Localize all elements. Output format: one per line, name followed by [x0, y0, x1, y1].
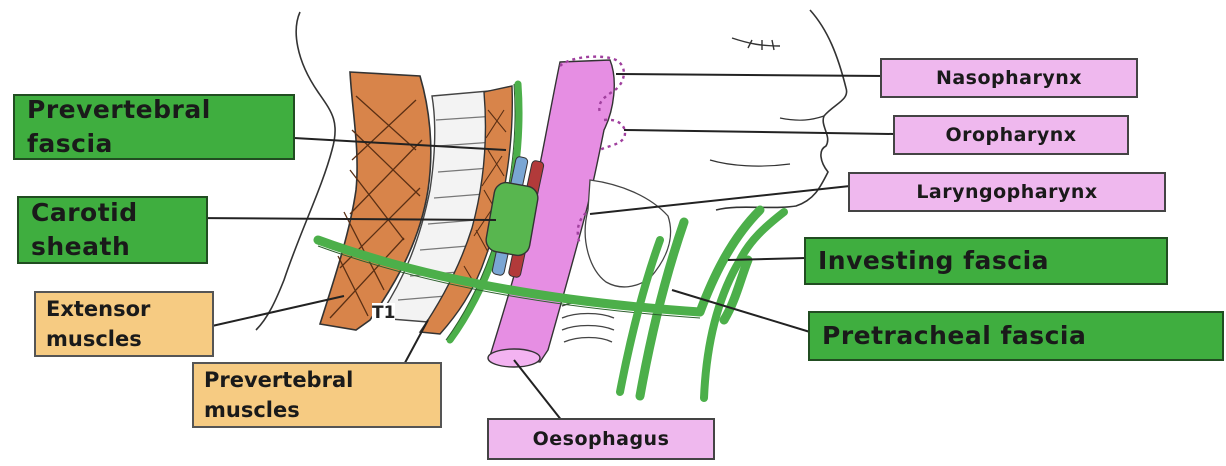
prevertebral-muscles-text-line2: muscles: [204, 395, 300, 425]
vertebra-t1-label: T1: [372, 303, 395, 323]
oesophagus-text: Oesophagus: [533, 428, 670, 450]
prevertebral-muscles-text-line1: Prevertebral: [204, 365, 353, 395]
carotid-sheath-text-line2: sheath: [31, 230, 130, 264]
investing-fascia-label: Investing fascia: [804, 237, 1168, 285]
nasopharynx-text: Nasopharynx: [936, 67, 1082, 89]
posterior-neck-outline: [256, 12, 335, 330]
extensor-muscles-label: Extensor muscles: [34, 291, 214, 357]
prevertebral-fascia-text-line1: Prevertebral: [27, 93, 211, 127]
oesophagus-label: Oesophagus: [487, 418, 715, 460]
oropharynx-text: Oropharynx: [945, 124, 1076, 146]
larynx-outline: [585, 180, 670, 287]
leader-nasopharynx: [616, 74, 886, 76]
investing-fascia-text: Investing fascia: [818, 244, 1049, 278]
pretracheal-fascia-text: Pretracheal fascia: [822, 319, 1086, 353]
oesophagus-lumen: [488, 349, 540, 367]
extensor-muscles-text-line2: muscles: [46, 324, 142, 354]
leader-oesophagus: [514, 360, 566, 426]
pretracheal-fascia-label: Pretracheal fascia: [808, 311, 1224, 361]
nasopharynx-label: Nasopharynx: [880, 58, 1138, 98]
prevertebral-fascia-label: Prevertebral fascia: [13, 94, 295, 160]
carotid-sheath-label: Carotid sheath: [17, 196, 208, 264]
prevertebral-muscles-label: Prevertebral muscles: [192, 362, 442, 428]
mouth-outline: [710, 116, 824, 166]
extensor-muscles-text-line1: Extensor: [46, 294, 150, 324]
oropharynx-label: Oropharynx: [893, 115, 1129, 155]
leader-oropharynx: [624, 130, 894, 134]
carotid-sheath-text-line1: Carotid: [31, 196, 138, 230]
face-profile-outline: [716, 10, 847, 210]
laryngopharynx-label: Laryngopharynx: [848, 172, 1166, 212]
prevertebral-fascia-text-line2: fascia: [27, 127, 113, 161]
eyebrow-outline: [732, 38, 780, 50]
laryngopharynx-text: Laryngopharynx: [916, 181, 1097, 203]
